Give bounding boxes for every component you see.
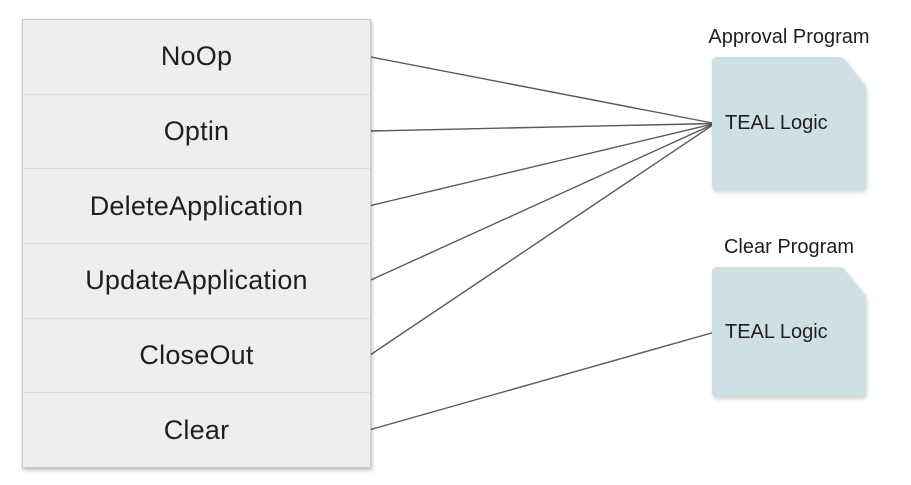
clear-program: Clear Program TEAL Logic [712, 236, 866, 397]
transaction-row-closeout: CloseOut [23, 317, 370, 393]
approval-program-title: Approval Program [708, 26, 870, 48]
clear-teal-logic-label: TEAL Logic [725, 320, 828, 343]
approval-program: Approval Program TEAL Logic [708, 26, 870, 190]
document-icon: TEAL Logic [712, 57, 866, 190]
approval-teal-logic-label: TEAL Logic [725, 112, 828, 134]
transaction-row-updateapplication: UpdateApplication [23, 243, 370, 318]
transaction-label: UpdateApplication [85, 265, 308, 296]
transaction-row-noop: NoOp [23, 20, 370, 94]
transaction-row-clear: Clear [23, 392, 370, 468]
transaction-type-stack: NoOp Optin DeleteApplication UpdateAppli… [22, 19, 371, 468]
transaction-label: NoOp [160, 41, 233, 72]
transaction-label: DeleteApplication [89, 190, 304, 221]
transaction-row-deleteapplication: DeleteApplication [23, 168, 370, 244]
clear-program-title: Clear Program [723, 236, 855, 258]
transaction-label: Optin [163, 116, 230, 146]
transaction-label: Clear [163, 414, 230, 445]
transaction-row-optin: Optin [23, 93, 370, 169]
document-icon: TEAL Logic [712, 267, 866, 397]
transaction-label: CloseOut [139, 340, 254, 371]
